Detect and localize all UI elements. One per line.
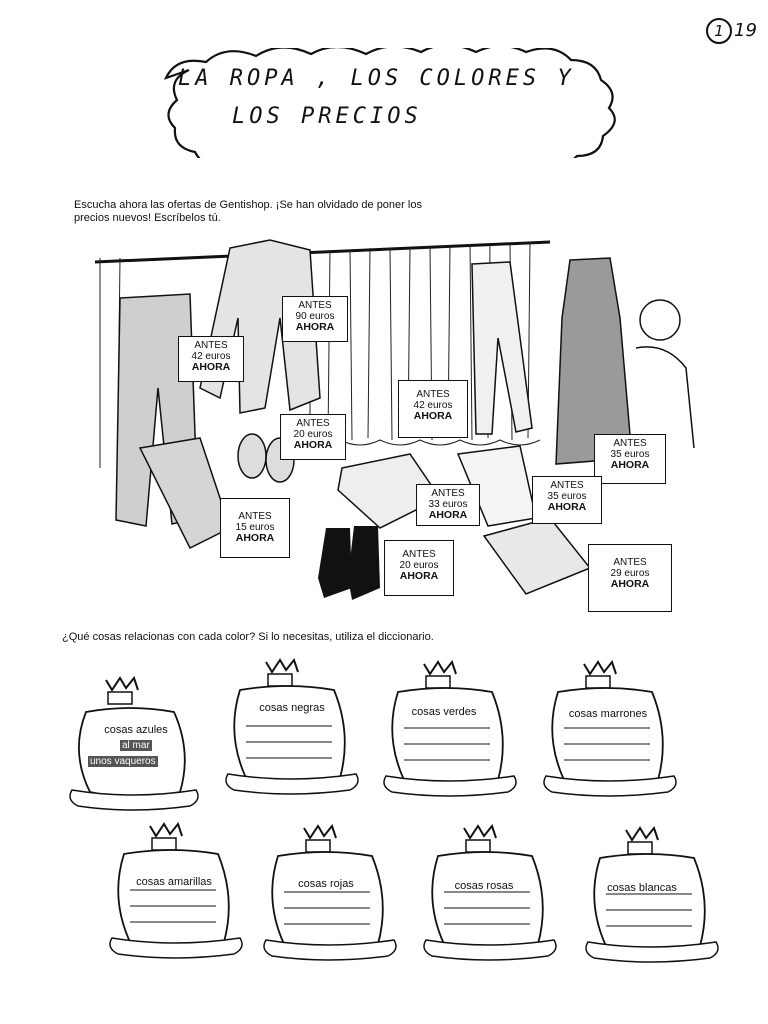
tag-price: 20 euros <box>399 560 439 571</box>
page-marker: 1 <box>706 18 732 44</box>
color-sack-rosas: cosas rosas <box>422 820 562 970</box>
color-sack-blancas: cosas blancas <box>584 822 724 972</box>
tag-ahora: AHORA <box>610 578 650 590</box>
instruction-1: Escucha ahora las ofertas de Gentishop. … <box>74 199 422 224</box>
page-number-text: 19 <box>734 20 757 41</box>
color-sack-amarillas: cosas amarillas <box>108 818 248 968</box>
tag-price: 90 euros <box>295 311 335 322</box>
tag-ahora: AHORA <box>235 532 275 544</box>
color-sack-marrones: cosas marrones <box>542 656 682 806</box>
tag-antes: ANTES <box>613 438 647 449</box>
sack-example: al mar <box>120 740 152 751</box>
sack-label: cosas amarillas <box>136 876 212 888</box>
tag-price: 42 euros <box>191 351 231 362</box>
tag-ahora: AHORA <box>547 501 587 513</box>
tag-antes: ANTES <box>613 557 647 568</box>
sack-label: cosas rosas <box>454 880 514 892</box>
tag-ahora: AHORA <box>295 321 335 333</box>
tag-price: 15 euros <box>235 522 275 533</box>
sack-label: cosas azules <box>104 724 168 736</box>
instruction-2: ¿Qué cosas relacionas con cada color? Si… <box>62 631 434 643</box>
sack-drawing <box>383 659 517 797</box>
tag-ahora: AHORA <box>413 410 453 422</box>
sack-drawing <box>109 821 243 959</box>
color-sack-negras: cosas negras <box>224 654 364 804</box>
tag-antes: ANTES <box>416 389 450 400</box>
tag-ahora: AHORA <box>399 570 439 582</box>
tag-ahora: AHORA <box>191 361 231 373</box>
title-line-2: LOS PRECIOS <box>232 104 422 129</box>
sack-drawing <box>225 657 359 795</box>
sack-label: cosas verdes <box>411 706 477 718</box>
sack-drawing <box>423 823 557 961</box>
sack-label: cosas blancas <box>607 882 677 894</box>
tag-price: 35 euros <box>547 491 587 502</box>
tag-antes: ANTES <box>296 418 330 429</box>
sack-label: cosas marrones <box>568 708 648 720</box>
color-sack-verdes: cosas verdes <box>382 656 522 806</box>
tag-antes: ANTES <box>431 488 465 499</box>
tag-price: 20 euros <box>293 429 333 440</box>
sack-drawing <box>69 675 199 811</box>
sack-drawing <box>543 659 677 797</box>
tag-price: 29 euros <box>610 568 650 579</box>
tag-ahora: AHORA <box>610 459 650 471</box>
tag-price: 33 euros <box>428 499 468 510</box>
sack-drawing <box>585 825 719 963</box>
tag-antes: ANTES <box>194 340 228 351</box>
tag-antes: ANTES <box>402 549 436 560</box>
color-sack-azules: cosas azules al mar unos vaqueros <box>66 672 206 822</box>
tag-antes: ANTES <box>550 480 584 491</box>
tag-ahora: AHORA <box>293 439 333 451</box>
clothing-illustration <box>94 239 695 600</box>
tag-antes: ANTES <box>238 511 272 522</box>
title-cloud <box>163 48 616 158</box>
sack-drawing <box>263 823 397 961</box>
title-line-1: LA ROPA , LOS COLORES Y <box>178 66 575 91</box>
tag-price: 35 euros <box>610 449 650 460</box>
sack-label: cosas rojas <box>298 878 354 890</box>
tag-price: 42 euros <box>413 400 453 411</box>
sack-example: unos vaqueros <box>88 756 158 767</box>
tag-ahora: AHORA <box>428 509 468 521</box>
tag-antes: ANTES <box>298 300 332 311</box>
sack-label: cosas negras <box>259 702 325 714</box>
color-sack-rojas: cosas rojas <box>262 820 402 970</box>
